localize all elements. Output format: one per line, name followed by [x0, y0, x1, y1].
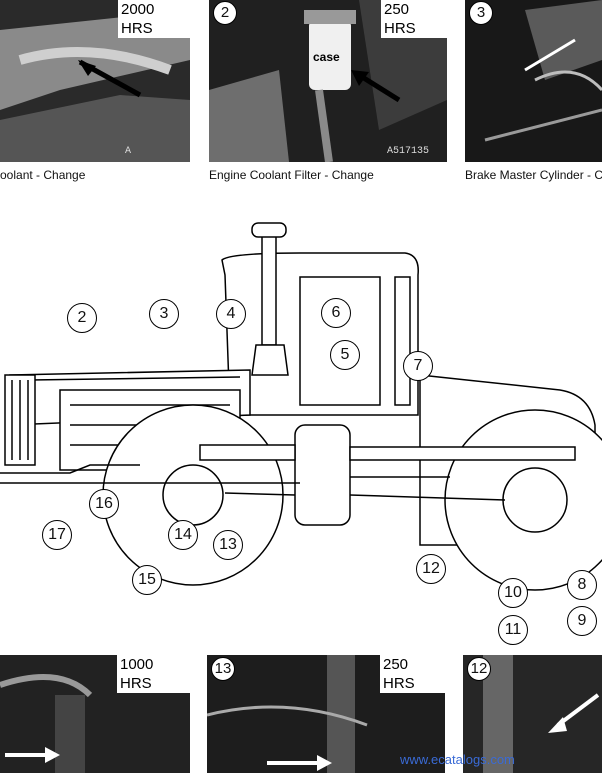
caption-brake-master-cylinder: Brake Master Cylinder - C — [465, 168, 602, 182]
photo-brake-master-cylinder: 3 — [465, 0, 602, 162]
hours-label: 2000 HRS — [118, 0, 190, 38]
caption-engine-coolant-filter: Engine Coolant Filter - Change — [209, 168, 374, 182]
photo-number-12: 12 — [467, 657, 491, 681]
callout-5: 5 — [330, 340, 360, 370]
callout-6: 6 — [321, 298, 351, 328]
filter-brand-text: case — [313, 50, 340, 64]
callout-14: 14 — [168, 520, 198, 550]
callout-4: 4 — [216, 299, 246, 329]
hours-label: 250 HRS — [381, 0, 447, 38]
photo-bottom-right: 12 — [463, 655, 602, 773]
photo-coolant-change: 2000 HRS A — [0, 0, 190, 162]
callout-7: 7 — [403, 351, 433, 381]
photo-brake-image — [465, 0, 602, 162]
callout-12: 12 — [416, 554, 446, 584]
photo-stamp: A517135 — [387, 146, 430, 157]
callout-8: 8 — [567, 570, 597, 600]
photo-stamp: A — [125, 146, 132, 157]
photo-bottom-left: 1000 HRS — [0, 655, 190, 773]
caption-coolant-change: oolant - Change — [0, 168, 86, 182]
callout-16: 16 — [89, 489, 119, 519]
hours-label: 250 HRS — [380, 655, 445, 693]
photo-bottom-middle: 13 250 HRS — [207, 655, 445, 773]
callout-10: 10 — [498, 578, 528, 608]
hours-label: 1000 HRS — [117, 655, 190, 693]
photo-number-13: 13 — [211, 657, 235, 681]
callout-9: 9 — [567, 606, 597, 636]
photo-engine-coolant-filter: 2 250 HRS case A517135 — [209, 0, 447, 162]
callout-13: 13 — [213, 530, 243, 560]
photo-number-3: 3 — [469, 1, 493, 25]
callout-3: 3 — [149, 299, 179, 329]
callout-17: 17 — [42, 520, 72, 550]
watermark-text: www.ecatalogs.com — [400, 752, 515, 767]
callout-15: 15 — [132, 565, 162, 595]
callout-11: 11 — [498, 615, 528, 645]
tractor-diagram — [0, 222, 602, 591]
photo-number-2: 2 — [213, 1, 237, 25]
callout-2: 2 — [67, 303, 97, 333]
